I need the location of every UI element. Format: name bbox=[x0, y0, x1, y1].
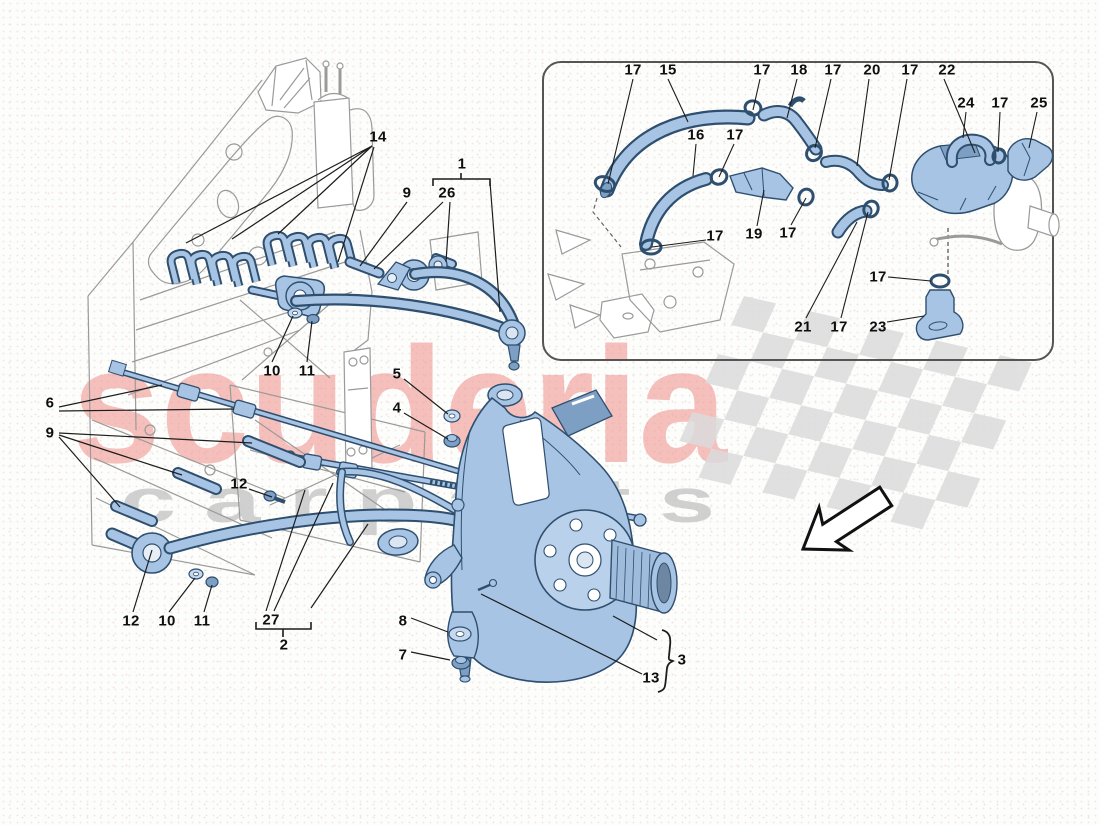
callout-inset-25: 25 bbox=[1030, 94, 1048, 112]
callout-inset-17: 17 bbox=[706, 227, 724, 245]
callout-inset-17: 17 bbox=[624, 61, 642, 79]
callout-inset-17: 17 bbox=[901, 61, 919, 79]
checker-cell bbox=[961, 413, 1007, 450]
checker-cell bbox=[859, 325, 904, 362]
callout-main-13: 13 bbox=[642, 669, 660, 687]
callout-inset-17: 17 bbox=[991, 94, 1009, 112]
callout-inset-20: 20 bbox=[863, 61, 881, 79]
checker-cell bbox=[743, 426, 789, 464]
clamp-ring-17 bbox=[709, 168, 729, 186]
checker-cell bbox=[807, 441, 853, 479]
callout-inset-17: 17 bbox=[830, 318, 848, 336]
callout-main-9: 9 bbox=[402, 184, 412, 202]
clamp-ring-17 bbox=[929, 273, 951, 289]
direction-arrow-icon bbox=[800, 485, 894, 552]
callout-main-5: 5 bbox=[392, 365, 402, 383]
inset-cooling-ducts bbox=[593, 96, 1054, 341]
gasket-ring-17 bbox=[991, 147, 1007, 165]
checker-cell bbox=[679, 412, 725, 449]
callout-inset-17: 17 bbox=[753, 61, 771, 79]
checker-cell bbox=[814, 347, 860, 384]
callout-inset-22: 22 bbox=[938, 61, 956, 79]
inset-detail-box bbox=[542, 61, 1060, 361]
callout-inset-24: 24 bbox=[957, 94, 975, 112]
callout-inset-17: 17 bbox=[824, 61, 842, 79]
checker-cell bbox=[769, 368, 815, 406]
inset-leader-lines bbox=[607, 78, 1038, 323]
callout-main-4: 4 bbox=[392, 399, 402, 417]
callout-main-12: 12 bbox=[230, 475, 248, 493]
callout-inset-23: 23 bbox=[869, 318, 887, 336]
callout-main-7: 7 bbox=[398, 646, 408, 664]
gasket-ring-17 bbox=[797, 187, 815, 207]
checker-cell bbox=[788, 405, 834, 442]
checker-cell bbox=[916, 434, 962, 472]
callout-main-9: 9 bbox=[45, 424, 55, 442]
group-bracket-2 bbox=[255, 622, 312, 637]
callout-inset-16: 16 bbox=[687, 126, 705, 144]
main-leader-lines bbox=[58, 145, 676, 693]
callout-main-14: 14 bbox=[369, 128, 387, 146]
callout-main-10: 10 bbox=[263, 362, 281, 380]
duct-19 bbox=[729, 167, 794, 201]
checker-cell bbox=[935, 471, 981, 508]
upper-wishbone bbox=[247, 255, 526, 371]
checker-cell bbox=[731, 296, 776, 333]
callout-inset-17: 17 bbox=[726, 126, 744, 144]
watermark-brand-text: scuderia bbox=[72, 313, 728, 497]
callout-main-11: 11 bbox=[193, 612, 211, 630]
clamp-ring-17 bbox=[593, 175, 617, 193]
group-brace-3 bbox=[657, 629, 676, 693]
mount-comb-brackets bbox=[166, 230, 357, 288]
callout-inset-17: 17 bbox=[869, 268, 887, 286]
inset-underbody-lineart bbox=[547, 229, 735, 339]
duct-23 bbox=[915, 289, 964, 341]
callout-main-6: 6 bbox=[45, 394, 55, 412]
callout-main-12: 12 bbox=[122, 612, 140, 630]
checker-cell bbox=[762, 463, 808, 500]
callout-inset-15: 15 bbox=[659, 61, 677, 79]
callout-inset-19: 19 bbox=[745, 225, 763, 243]
checkered-flag-icon bbox=[679, 296, 1032, 530]
gasket-ring-17 bbox=[881, 173, 899, 193]
checker-cell bbox=[705, 354, 751, 391]
suspension-parts bbox=[105, 230, 678, 683]
hardware-washers-nuts bbox=[188, 307, 472, 670]
grease-fitting bbox=[488, 578, 498, 588]
callout-inset-18: 18 bbox=[790, 61, 808, 79]
duct-25 bbox=[1007, 138, 1054, 181]
checker-cell bbox=[871, 456, 917, 493]
checker-cell bbox=[878, 361, 924, 399]
checker-cell bbox=[852, 419, 898, 457]
callout-main-10: 10 bbox=[158, 612, 176, 630]
checker-cell bbox=[923, 340, 968, 377]
checker-cell bbox=[795, 310, 840, 348]
checker-cell bbox=[698, 448, 744, 485]
checker-cell bbox=[750, 332, 796, 369]
callout-main-3: 3 bbox=[677, 651, 687, 669]
callout-main-11: 11 bbox=[298, 362, 316, 380]
checker-cell bbox=[987, 355, 1032, 392]
callout-main-1: 1 bbox=[457, 155, 467, 173]
checker-cell bbox=[833, 383, 879, 420]
clamp-ring-17 bbox=[805, 143, 823, 163]
callout-inset-21: 21 bbox=[794, 318, 812, 336]
callout-main-27: 27 bbox=[262, 611, 280, 629]
checker-cell bbox=[897, 398, 943, 435]
hub-carrier-upright bbox=[424, 383, 678, 683]
checker-cell bbox=[724, 390, 770, 427]
callout-inset-17: 17 bbox=[779, 224, 797, 242]
checker-cell bbox=[890, 492, 936, 530]
checker-cell bbox=[942, 376, 988, 414]
clamp-ring-17 bbox=[639, 238, 663, 256]
gasket-ring-17 bbox=[862, 199, 880, 219]
callout-main-2: 2 bbox=[279, 636, 289, 654]
callout-main-8: 8 bbox=[398, 612, 408, 630]
callout-main-26: 26 bbox=[438, 184, 456, 202]
